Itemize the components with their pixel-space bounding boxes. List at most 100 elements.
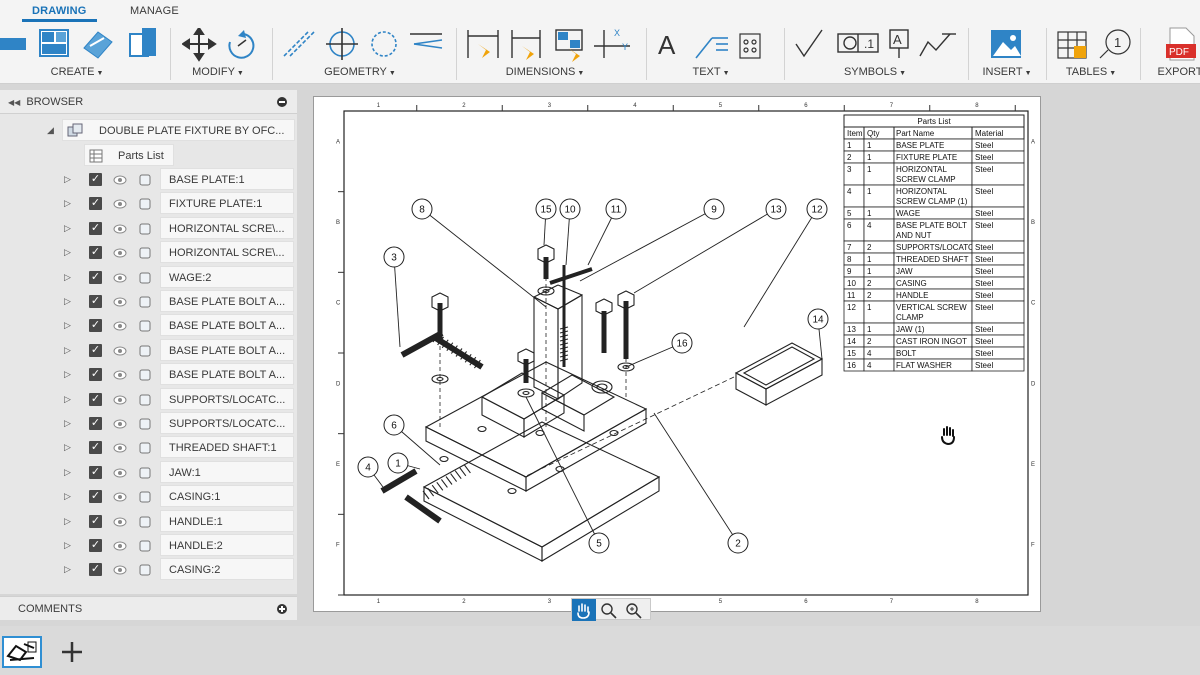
eye-icon[interactable] [113,517,127,527]
tree-item[interactable]: HORIZONTAL SCRE\... [160,241,294,264]
geometry-icons[interactable] [282,28,452,62]
base-view-icon[interactable] [128,26,160,62]
eye-icon[interactable] [113,346,127,356]
add-comment-icon[interactable] [277,604,287,614]
expand-arrow-icon[interactable]: ▷ [64,271,71,282]
tab-drawing[interactable]: DRAWING [22,5,97,22]
group-insert-label[interactable]: INSERT▼ [982,66,1032,78]
balloon[interactable] [806,198,828,220]
eye-icon[interactable] [113,395,127,405]
visibility-checkbox[interactable]: ✓ [89,197,102,211]
eye-icon[interactable] [113,541,127,551]
balloon[interactable] [535,198,557,220]
expand-arrow-icon[interactable]: ▷ [64,540,71,550]
group-dimensions-label[interactable]: DIMENSIONS▼ [505,66,585,78]
symbols-icons[interactable]: .1 A [794,28,964,62]
balloon[interactable] [559,198,581,220]
balloon[interactable] [383,414,405,436]
move-rotate-icons[interactable] [182,28,262,62]
visibility-checkbox[interactable]: ✓ [89,563,102,577]
group-text-label[interactable]: TEXT▼ [692,66,730,78]
drawing-sheet[interactable]: 1122334455667788AABBCCDDEEFF 12345689111… [313,96,1041,612]
eye-icon[interactable] [113,297,127,307]
tree-item[interactable]: BASE PLATE BOLT A... [160,314,294,337]
tree-item[interactable]: SUPPORTS/LOCATC... [160,412,294,434]
group-tables-label[interactable]: TABLES▼ [1065,66,1117,78]
expand-arrow-icon[interactable]: ◢ [47,125,54,135]
visibility-checkbox[interactable]: ✓ [89,368,102,382]
sheet-thumbnail[interactable] [2,636,42,668]
zoom-window-icon[interactable] [626,603,642,619]
visibility-checkbox[interactable]: ✓ [89,465,102,479]
visibility-checkbox[interactable]: ✓ [89,539,102,552]
eye-icon[interactable] [113,565,127,575]
tree-item[interactable]: BASE PLATE BOLT A... [160,290,294,312]
collapse-icon[interactable]: ◀◀ [8,98,21,107]
balloon[interactable] [727,532,749,554]
expand-arrow-icon[interactable]: ▷ [64,369,71,380]
expand-arrow-icon[interactable]: ▷ [64,418,71,428]
visibility-checkbox[interactable]: ✓ [89,343,102,357]
tree-item[interactable]: HORIZONTAL SCRE\... [160,216,294,239]
eye-icon[interactable] [113,175,127,185]
tables-icons[interactable]: 1 [1056,28,1136,62]
expand-arrow-icon[interactable]: ▷ [64,296,71,306]
expand-arrow-icon[interactable]: ▷ [64,393,71,404]
expand-arrow-icon[interactable]: ▷ [64,466,71,477]
balloon[interactable] [807,308,829,330]
eye-icon[interactable] [113,419,127,429]
expand-arrow-icon[interactable]: ▷ [64,344,71,355]
zoom-icon[interactable] [601,603,617,619]
tree-item[interactable]: CASING:1 [160,485,294,508]
visibility-checkbox[interactable]: ✓ [89,246,102,260]
balloon[interactable] [588,532,610,554]
expand-arrow-icon[interactable]: ▷ [64,247,71,258]
visibility-checkbox[interactable]: ✓ [89,173,102,186]
group-create-label[interactable]: CREATE▼ [50,66,104,78]
eye-icon[interactable] [113,199,127,209]
text-icons[interactable]: A [656,28,768,62]
balloon[interactable] [671,332,693,354]
expand-arrow-icon[interactable]: ▷ [64,491,71,502]
tree-parts-list[interactable]: Parts List [84,144,174,166]
visibility-checkbox[interactable]: ✓ [89,295,102,308]
eye-icon[interactable] [113,468,127,478]
eye-icon[interactable] [113,492,127,502]
tree-root[interactable]: ◢DOUBLE PLATE FIXTURE BY OFC... [47,119,295,141]
group-geometry-label[interactable]: GEOMETRY▼ [324,66,396,78]
tree-item[interactable]: WAGE:2 [160,265,294,288]
visibility-checkbox[interactable]: ✓ [89,392,102,406]
group-modify-label[interactable]: MODIFY▼ [192,66,244,78]
insert-image-icon[interactable] [989,28,1023,60]
tree-item[interactable]: THREADED SHAFT:1 [160,436,294,459]
tree-item[interactable]: HANDLE:2 [160,534,294,556]
visibility-checkbox[interactable]: ✓ [89,319,102,333]
visibility-checkbox[interactable]: ✓ [89,270,102,284]
browser-header[interactable]: ◀◀ BROWSER [0,90,297,114]
balloon[interactable] [411,198,433,220]
visibility-checkbox[interactable]: ✓ [89,490,102,504]
tree-item[interactable]: FIXTURE PLATE:1 [160,192,294,215]
comments-panel[interactable]: COMMENTS [0,596,297,620]
expand-arrow-icon[interactable]: ▷ [64,515,71,526]
browser-toggle-icon[interactable] [277,97,287,107]
expand-arrow-icon[interactable]: ▷ [64,564,71,575]
expand-arrow-icon[interactable]: ▷ [64,174,71,184]
create-view-icons[interactable] [0,26,128,62]
tree-item[interactable]: SUPPORTS/LOCATC... [160,387,294,410]
tree-item[interactable]: HANDLE:1 [160,509,294,532]
expand-arrow-icon[interactable]: ▷ [64,320,71,331]
eye-icon[interactable] [113,321,127,331]
eye-icon[interactable] [113,224,127,234]
tree-item[interactable]: BASE PLATE BOLT A... [160,363,294,386]
expand-arrow-icon[interactable]: ▷ [64,198,71,209]
eye-icon[interactable] [113,370,127,380]
visibility-checkbox[interactable]: ✓ [89,514,102,528]
expand-arrow-icon[interactable]: ▷ [64,442,71,453]
tree-item[interactable]: BASE PLATE:1 [160,168,294,190]
eye-icon[interactable] [113,273,127,283]
balloon[interactable] [703,198,725,220]
group-export-label[interactable]: EXPORT [1157,66,1200,78]
tree-item[interactable]: JAW:1 [160,460,294,483]
tree-item[interactable]: CASING:2 [160,558,294,581]
